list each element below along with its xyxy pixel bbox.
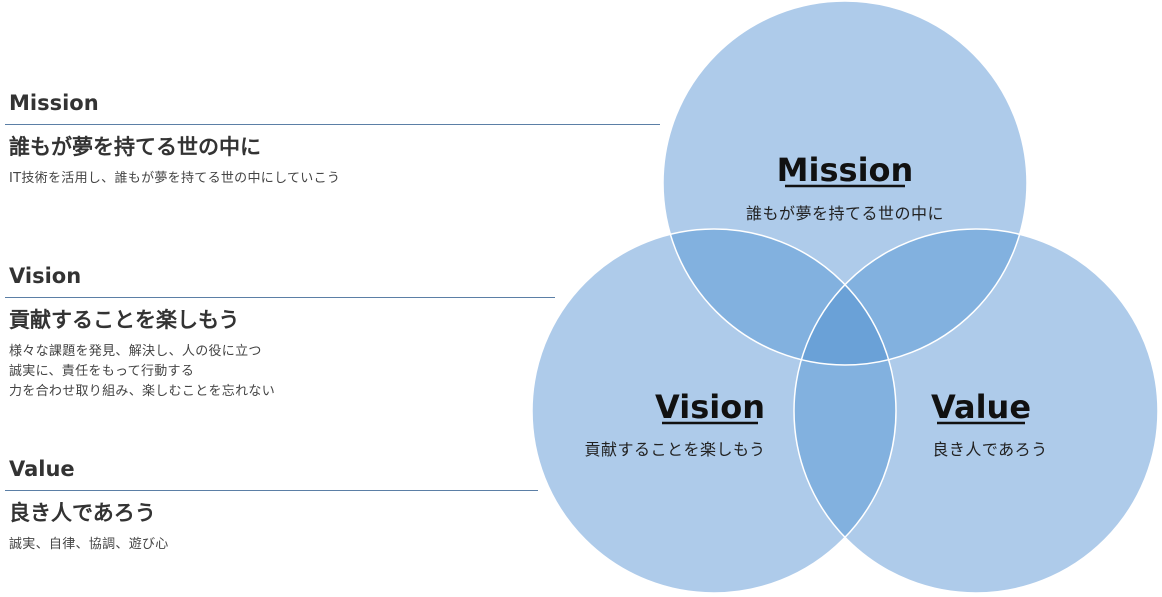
section-divider: [5, 124, 660, 125]
section-title: 貢献することを楽しもう: [9, 308, 240, 332]
section-value: Value 良き人であろう 誠実、自律、協調、遊び心: [5, 455, 538, 555]
venn-title-vision: Vision: [655, 388, 765, 426]
venn-label-mission: Mission 誰もが夢を持てる世の中に: [746, 151, 944, 223]
venn-subtitle-vision: 貢献することを楽しもう: [584, 440, 765, 459]
venn-label-value: Value 良き人であろう: [931, 388, 1047, 459]
section-divider: [5, 490, 538, 491]
venn-label-vision: Vision 貢献することを楽しもう: [584, 388, 765, 459]
venn-overlap-mission-value: [794, 229, 1027, 365]
section-mission: Mission 誰もが夢を持てる世の中に IT技術を活用し、誰もが夢を持てる世の…: [5, 89, 660, 189]
description-line: 力を合わせ取り組み、楽しむことを忘れない: [9, 384, 276, 399]
venn-subtitle-value: 良き人であろう: [932, 440, 1047, 459]
description-line: IT技術を活用し、誰もが夢を持てる世の中にしていこう: [9, 171, 341, 186]
venn-overlap-mission-vision: [663, 229, 896, 365]
description-line: 誠実に、責任をもって行動する: [9, 364, 195, 379]
venn-subtitle-mission: 誰もが夢を持てる世の中に: [746, 204, 944, 223]
section-heading: Mission: [9, 91, 99, 115]
venn-title-value: Value: [931, 388, 1031, 426]
section-description: IT技術を活用し、誰もが夢を持てる世の中にしていこう: [8, 169, 660, 189]
description-line: 様々な課題を発見、解決し、人の役に立つ: [9, 344, 262, 359]
section-title: 誰もが夢を持てる世の中に: [9, 135, 261, 159]
section-heading: Value: [9, 457, 75, 481]
section-title: 良き人であろう: [9, 501, 156, 525]
section-description: 様々な課題を発見、解決し、人の役に立つ 誠実に、責任をもって行動する 力を合わせ…: [8, 342, 555, 402]
section-heading: Vision: [9, 264, 82, 288]
venn-title-mission: Mission: [777, 151, 914, 189]
section-divider: [5, 297, 555, 298]
description-line: 誠実、自律、協調、遊び心: [9, 537, 169, 552]
section-description: 誠実、自律、協調、遊び心: [8, 535, 538, 555]
section-vision: Vision 貢献することを楽しもう 様々な課題を発見、解決し、人の役に立つ 誠…: [5, 262, 555, 402]
